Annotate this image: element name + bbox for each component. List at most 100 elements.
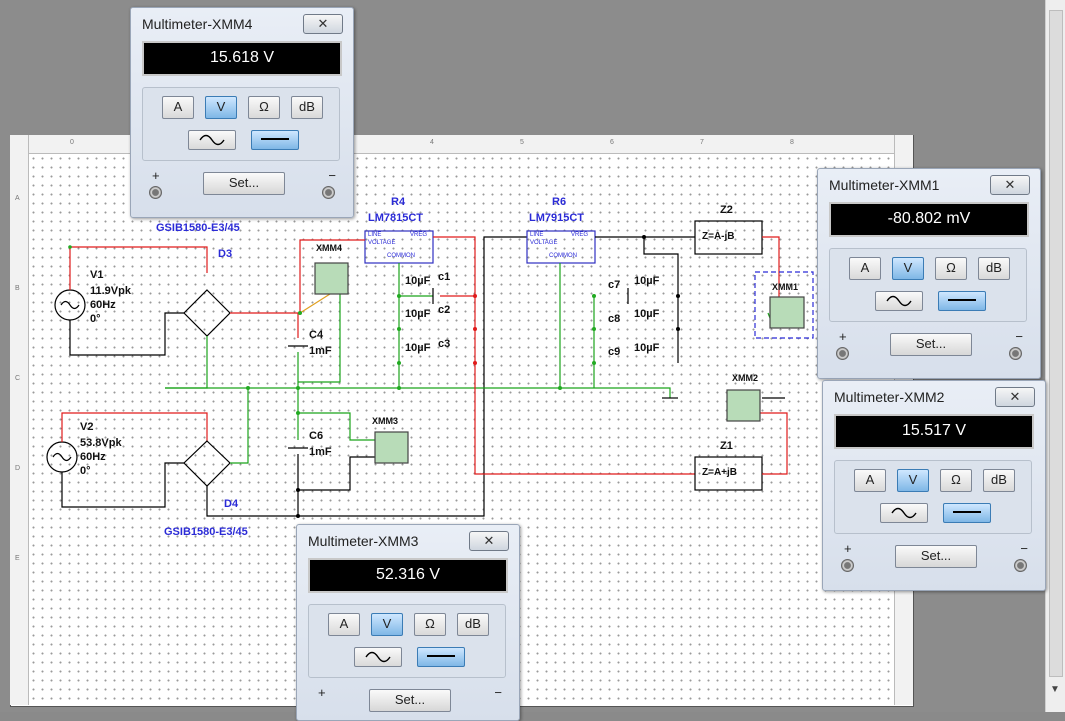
sine-wave-icon xyxy=(886,295,912,307)
close-button[interactable]: ✕ xyxy=(469,531,509,551)
r6-pin-voltage: VOLTAGE xyxy=(530,240,558,246)
multimeter-xmm4-window[interactable]: Multimeter-XMM4 ✕ 15.618 V A V Ω dB + − … xyxy=(130,7,354,218)
xmm1-label: XMM1 xyxy=(772,282,799,292)
ruler-tick: C xyxy=(15,375,21,382)
d3-bridge-symbol[interactable] xyxy=(183,289,231,337)
negative-terminal[interactable] xyxy=(322,186,335,199)
xmm3-symbol[interactable] xyxy=(374,431,409,464)
ruler-tick: 0 xyxy=(70,139,74,146)
d3-part: GSIB1580-E3/45 xyxy=(156,222,240,234)
close-button[interactable]: ✕ xyxy=(990,175,1030,195)
ohmmeter-mode-button[interactable]: Ω xyxy=(414,613,446,636)
sine-wave-icon xyxy=(891,507,917,519)
multimeter-xmm1-window[interactable]: Multimeter-XMM1 ✕ -80.802 mV A V Ω dB + … xyxy=(817,168,1041,379)
xmm1-selection xyxy=(754,271,814,339)
voltmeter-mode-button[interactable]: V xyxy=(897,469,929,492)
ruler-tick: 6 xyxy=(610,139,614,146)
close-button[interactable]: ✕ xyxy=(303,14,343,34)
r4-pin-common: COMMON xyxy=(387,253,415,259)
db-mode-button[interactable]: dB xyxy=(978,257,1010,280)
dc-line-icon xyxy=(948,299,976,301)
ruler-tick: 4 xyxy=(430,139,434,146)
scrollbar-thumb[interactable] xyxy=(1049,10,1063,677)
set-button[interactable]: Set... xyxy=(203,172,285,195)
ruler-tick: A xyxy=(15,195,20,202)
multimeter-xmm3-window[interactable]: Multimeter-XMM3 ✕ 52.316 V A V Ω dB + − … xyxy=(296,524,520,721)
voltmeter-mode-button[interactable]: V xyxy=(371,613,403,636)
v1-label: V1 xyxy=(90,269,104,281)
d4-label: D4 xyxy=(224,498,239,510)
window-titlebar[interactable]: Multimeter-XMM3 ✕ xyxy=(297,525,519,555)
sheet-border-left: A B C D E xyxy=(10,135,29,705)
controls-panel: A V Ω dB xyxy=(308,604,506,678)
set-button[interactable]: Set... xyxy=(890,333,972,356)
dc-coupling-button[interactable] xyxy=(943,503,991,523)
ac-coupling-button[interactable] xyxy=(875,291,923,311)
set-button[interactable]: Set... xyxy=(895,545,977,568)
ohmmeter-mode-button[interactable]: Ω xyxy=(940,469,972,492)
ac-coupling-button[interactable] xyxy=(188,130,236,150)
r6-regulator-symbol[interactable] xyxy=(526,230,596,264)
window-titlebar[interactable]: Multimeter-XMM1 ✕ xyxy=(818,169,1040,199)
vertical-scrollbar[interactable]: ▼ xyxy=(1045,0,1065,712)
positive-terminal[interactable] xyxy=(841,559,854,572)
c4-value: 1mF xyxy=(309,345,332,357)
xmm1-symbol[interactable] xyxy=(769,296,805,329)
v1-amplitude: 11.9Vpk xyxy=(90,285,131,297)
c4-label: C4 xyxy=(309,329,324,341)
controls-panel: A V Ω dB xyxy=(829,248,1027,322)
r6-part: LM7915CT xyxy=(529,212,585,224)
ammeter-mode-button[interactable]: A xyxy=(328,613,360,636)
close-button[interactable]: ✕ xyxy=(995,387,1035,407)
negative-terminal[interactable] xyxy=(1009,347,1022,360)
set-button[interactable]: Set... xyxy=(369,689,451,712)
dc-coupling-button[interactable] xyxy=(251,130,299,150)
ohmmeter-mode-button[interactable]: Ω xyxy=(248,96,280,119)
voltmeter-mode-button[interactable]: V xyxy=(892,257,924,280)
reading-display: 15.618 V xyxy=(142,41,342,76)
ammeter-mode-button[interactable]: A xyxy=(849,257,881,280)
wire xyxy=(69,312,184,356)
db-mode-button[interactable]: dB xyxy=(983,469,1015,492)
c6-label: C6 xyxy=(309,430,324,442)
negative-terminal-label: − xyxy=(1015,329,1023,344)
multimeter-xmm2-window[interactable]: Multimeter-XMM2 ✕ 15.517 V A V Ω dB + − … xyxy=(822,380,1046,591)
dc-line-icon xyxy=(427,655,455,657)
window-titlebar[interactable]: Multimeter-XMM2 ✕ xyxy=(823,381,1045,411)
reading-display: 15.517 V xyxy=(834,414,1034,449)
ac-coupling-button[interactable] xyxy=(880,503,928,523)
scroll-down-arrow[interactable]: ▼ xyxy=(1050,684,1060,695)
v2-amplitude: 53.8Vpk xyxy=(80,437,122,449)
positive-terminal[interactable] xyxy=(149,186,162,199)
voltmeter-mode-button[interactable]: V xyxy=(205,96,237,119)
ohmmeter-mode-button[interactable]: Ω xyxy=(935,257,967,280)
reading-display: 52.316 V xyxy=(308,558,508,593)
positive-terminal-label: + xyxy=(318,685,326,700)
xmm4-label: XMM4 xyxy=(316,243,343,253)
dc-coupling-button[interactable] xyxy=(417,647,465,667)
negative-terminal[interactable] xyxy=(1014,559,1027,572)
r6-label: R6 xyxy=(552,196,567,208)
xmm4-symbol[interactable] xyxy=(314,262,349,295)
r6-pin-vreg: VREG xyxy=(571,232,589,238)
positive-terminal[interactable] xyxy=(836,347,849,360)
xmm2-symbol[interactable] xyxy=(726,389,761,422)
ruler-tick: B xyxy=(15,285,20,292)
ammeter-mode-button[interactable]: A xyxy=(854,469,886,492)
dc-coupling-button[interactable] xyxy=(938,291,986,311)
c9-label: c9 xyxy=(608,346,621,358)
d4-bridge-symbol[interactable] xyxy=(183,440,231,487)
ac-coupling-button[interactable] xyxy=(354,647,402,667)
v2-frequency: 60Hz xyxy=(80,451,106,463)
window-titlebar[interactable]: Multimeter-XMM4 ✕ xyxy=(131,8,353,38)
db-mode-button[interactable]: dB xyxy=(457,613,489,636)
window-title: Multimeter-XMM1 xyxy=(829,177,940,193)
z2-value: Z=A-jB xyxy=(702,231,735,242)
window-title: Multimeter-XMM2 xyxy=(834,389,945,405)
xmm2-label: XMM2 xyxy=(732,373,759,383)
ammeter-mode-button[interactable]: A xyxy=(162,96,194,119)
positive-terminal-label: + xyxy=(152,168,160,183)
db-mode-button[interactable]: dB xyxy=(291,96,323,119)
d3-label: D3 xyxy=(218,248,233,260)
